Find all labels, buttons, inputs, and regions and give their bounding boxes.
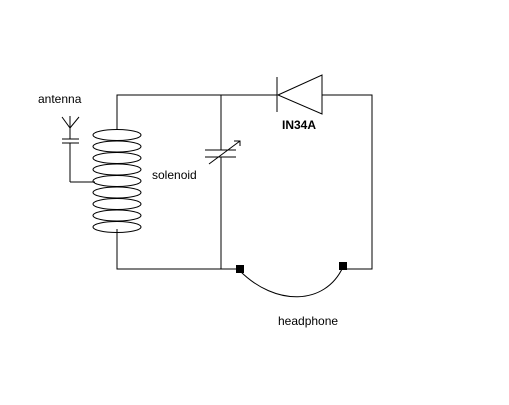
variable-capacitor	[205, 140, 241, 165]
coil-turn	[92, 163, 142, 176]
antenna-label: antenna	[38, 92, 82, 106]
coil-turn	[92, 198, 142, 210]
diode-label: IN34A	[282, 118, 316, 132]
coil-turn	[92, 209, 142, 222]
coil-turn	[92, 152, 142, 164]
coil-turn	[92, 129, 142, 141]
circuit-wires	[116, 94, 373, 270]
solenoid-label: solenoid	[152, 168, 197, 182]
headphone-terminal-right	[339, 262, 347, 270]
coil-turn	[92, 140, 142, 153]
diode-symbol	[276, 74, 323, 115]
antenna-symbol	[61, 116, 95, 183]
headphone-symbol	[236, 262, 347, 298]
coil-turn	[92, 186, 142, 199]
solenoid-coil	[92, 129, 142, 233]
headphone-label: headphone	[278, 314, 338, 328]
headphone-terminal-left	[236, 265, 244, 273]
coil-turn	[92, 175, 142, 187]
